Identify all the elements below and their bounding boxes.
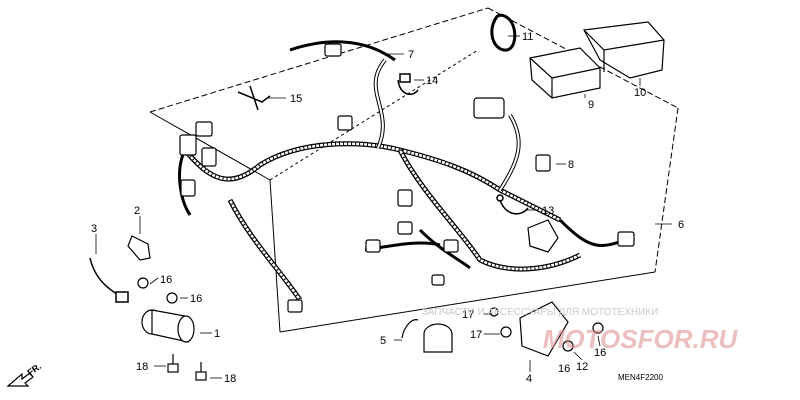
part-13-clamp [496, 194, 529, 215]
part-18-bolts [167, 354, 207, 381]
front-direction-indicator: FR. [6, 361, 43, 387]
callout-14: 14 [426, 75, 438, 87]
leader-lines [95, 35, 672, 379]
harness-connectors [179, 43, 635, 313]
sensor-unit [527, 219, 559, 253]
watermark-text: ЗАПЧАСТИ И АКСЕССУАРЫ ДЛЯ МОТОТЕХНИКИ [422, 307, 659, 318]
callout-11: 11 [522, 31, 533, 43]
part-10-housing [583, 21, 665, 79]
callout-18a: 18 [136, 361, 148, 373]
watermark-logo: MOTOSFOR.RU [543, 324, 739, 354]
callout-17a: 17 [462, 309, 474, 321]
frame-outline [149, 7, 679, 333]
part-2-plug-cap [127, 235, 151, 261]
callout-9: 9 [588, 99, 594, 111]
callout-13: 13 [542, 205, 554, 217]
callout-18b: 18 [224, 373, 236, 385]
callout-15: 15 [290, 93, 302, 105]
part-14-clamp [397, 73, 419, 96]
callout-1: 1 [214, 328, 220, 340]
part-5-cap [401, 319, 453, 353]
callout-16b: 16 [190, 293, 202, 305]
part-15-stay [237, 85, 271, 111]
callout-7: 7 [408, 49, 414, 61]
watermark: ЗАПЧАСТИ И АКСЕССУАРЫ ДЛЯ МОТОТЕХНИКИ MO… [422, 307, 739, 354]
callout-2: 2 [134, 205, 140, 217]
callout-16c: 16 [558, 363, 570, 375]
direction-arrow-icon [6, 372, 34, 387]
callout-8: 8 [568, 159, 574, 171]
callout-3: 3 [91, 223, 97, 235]
callout-labels: 1 2 3 4 5 6 7 8 9 10 11 12 13 14 15 16 1… [91, 31, 684, 385]
part-1-coil [137, 277, 195, 343]
part-3-lead [89, 257, 129, 303]
part-9-relay [529, 47, 601, 99]
part-8-connector [535, 154, 551, 172]
diagram-code: MEN4F2200 [618, 373, 663, 382]
callout-10: 10 [634, 87, 646, 99]
callout-6: 6 [678, 219, 684, 231]
callout-5: 5 [380, 335, 386, 347]
callout-17b: 17 [470, 329, 482, 341]
callout-16d: 16 [594, 347, 606, 359]
callout-16a: 16 [160, 274, 172, 286]
callout-4: 4 [526, 373, 532, 385]
callout-12: 12 [576, 361, 588, 373]
part-11-clip [490, 13, 517, 52]
